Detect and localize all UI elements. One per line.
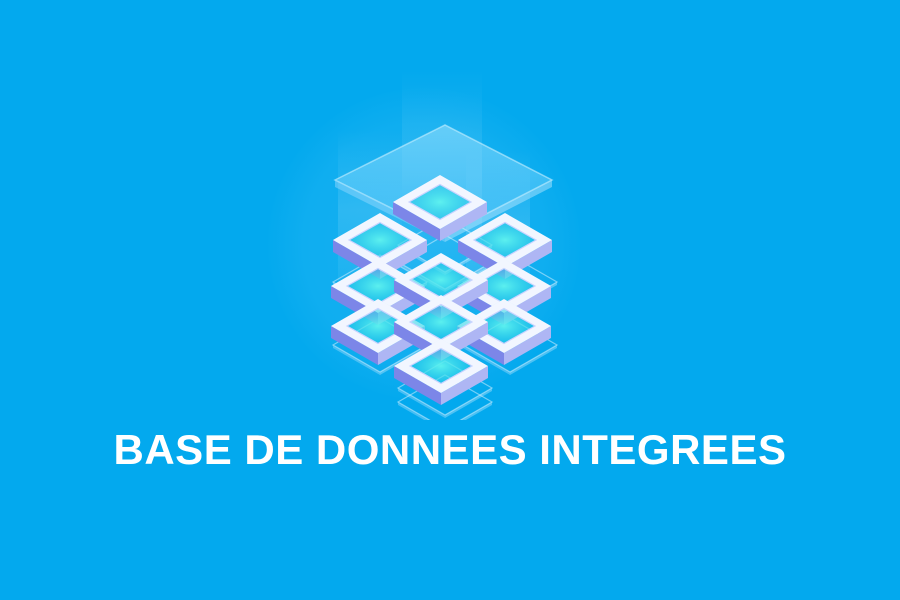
database-server-stack-icon: [330, 70, 558, 420]
headline: BASE DE DONNEES INTEGREES: [113, 426, 787, 473]
